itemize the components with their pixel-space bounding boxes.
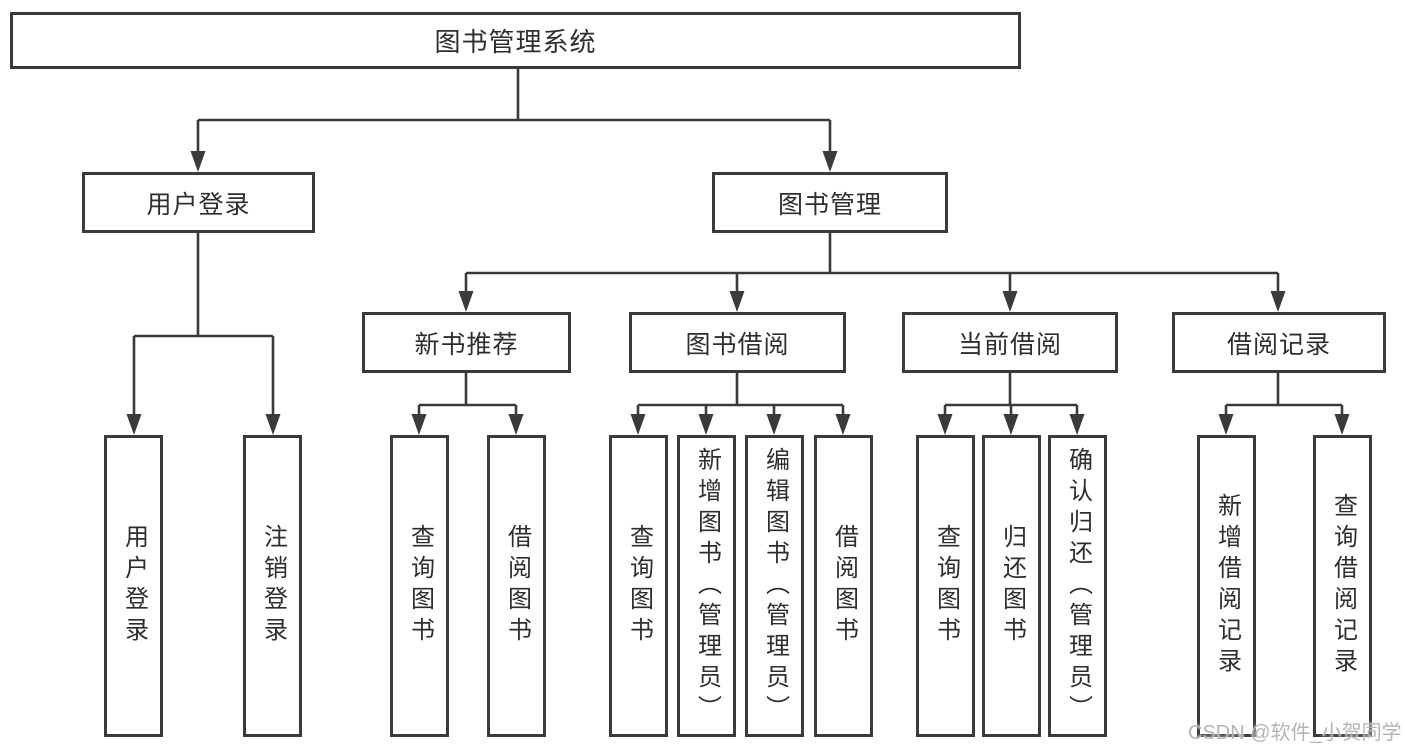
node-leaf-return-books: 归还图书 [982,435,1041,737]
node-leaf-borrow-books: 借阅图书 [814,435,873,737]
node-leaf-add-books-admin: 新增图书（管理员） [677,435,736,737]
node-leaf-borrow-books-recommend: 借阅图书 [487,435,546,737]
node-leaf-logout: 注销登录 [243,435,302,737]
node-label: 新增借阅记录 [1213,493,1241,679]
node-label: 注销登录 [259,524,287,648]
node-label: 查询图书 [625,524,653,648]
node-book-borrowing: 图书借阅 [629,312,846,373]
node-label: 归还图书 [998,524,1026,648]
node-label: 查询借阅记录 [1329,493,1357,679]
node-current-borrowing: 当前借阅 [902,312,1118,373]
node-label: 图书管理 [777,190,882,219]
node-label: 确认归还（管理员） [1064,446,1092,726]
node-leaf-query-borrow-record: 查询借阅记录 [1313,435,1372,737]
node-borrowing-records: 借阅记录 [1172,312,1386,373]
node-library-management-system: 图书管理系统 [10,12,1021,69]
node-leaf-edit-books-admin: 编辑图书（管理员） [745,435,804,737]
node-label: 借阅记录 [1226,330,1331,359]
node-new-book-recommendation: 新书推荐 [362,312,571,373]
node-label: 当前借阅 [957,330,1062,359]
node-label: 新书推荐 [414,330,519,359]
arrowheads [126,151,1350,435]
csdn-watermark: CSDN @软件_小贺同学 [1188,722,1402,744]
node-leaf-query-books-current: 查询图书 [916,435,975,737]
node-label: 用户登录 [146,190,251,219]
node-label: 用户登录 [120,524,148,648]
node-label: 借阅图书 [503,524,531,648]
node-user-login: 用户登录 [82,172,315,233]
node-book-management: 图书管理 [712,172,948,233]
node-leaf-query-books-recommend: 查询图书 [390,435,449,737]
node-label: 新增图书（管理员） [693,446,721,726]
node-label: 借阅图书 [830,524,858,648]
node-leaf-query-books-borrowing: 查询图书 [609,435,668,737]
node-label: 编辑图书（管理员） [761,446,789,726]
node-leaf-user-login: 用户登录 [104,435,163,737]
node-label: 查询图书 [932,524,960,648]
node-label: 图书管理系统 [434,27,597,57]
node-leaf-confirm-return-admin: 确认归还（管理员） [1048,435,1107,737]
node-label: 查询图书 [406,524,434,648]
node-label: 图书借阅 [685,330,790,359]
node-leaf-add-borrow-record: 新增借阅记录 [1197,435,1256,737]
